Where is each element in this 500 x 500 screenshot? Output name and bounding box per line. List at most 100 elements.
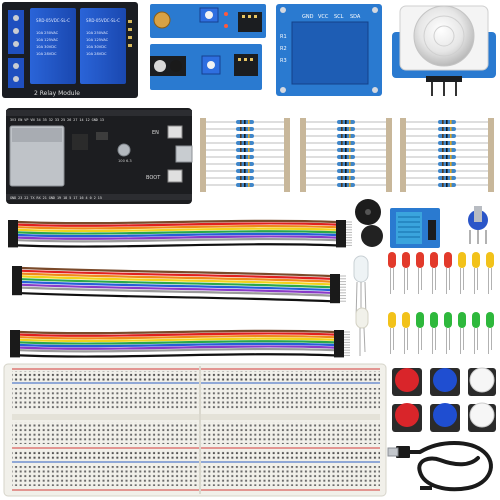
resistor-band — [240, 141, 242, 145]
oled-pin-label: VCC — [318, 14, 329, 20]
relay-rating-line: 10A 30VDC — [86, 45, 107, 49]
jumper-connector — [334, 343, 344, 347]
jumper-connector — [334, 340, 344, 345]
resistor-band — [450, 148, 452, 152]
oled-pin-label: SCL — [334, 14, 344, 20]
relay-rating-line: 10A 125VAC — [36, 38, 59, 42]
led — [430, 312, 438, 328]
jumper-wire — [16, 227, 338, 233]
jumper-wire — [18, 329, 336, 335]
resistor-band — [248, 141, 250, 145]
oled-pin-label: SDA — [350, 14, 361, 20]
jumper-connector — [10, 330, 20, 334]
button-white — [468, 402, 496, 432]
relay-rating-line: 10A 28VDC — [86, 52, 107, 56]
jumper-wire — [16, 219, 338, 225]
jumper-connector — [334, 330, 344, 334]
jumper-connector — [12, 277, 22, 282]
jumper-wire — [20, 283, 332, 294]
resistor-band — [345, 134, 347, 138]
jumper-wires-bundle-1 — [8, 219, 352, 248]
jumper-connector — [336, 227, 346, 232]
resistor-band — [450, 183, 452, 187]
resistor-strip-3 — [400, 118, 494, 192]
jumper-connector — [12, 271, 22, 276]
jumper-wires-bundle-3 — [10, 329, 350, 358]
resistor-band — [248, 148, 250, 152]
jumper-wire — [20, 286, 332, 297]
usb-cable-icon — [387, 441, 493, 492]
jumper-connector — [12, 285, 22, 290]
led — [486, 252, 494, 268]
relay-rating-line: 10A 30VDC — [36, 45, 57, 49]
resistor-band — [244, 120, 246, 124]
resistor-band — [345, 127, 347, 131]
dht-sensor-module — [390, 208, 440, 248]
potentiometer — [468, 206, 488, 244]
led — [388, 252, 396, 268]
jumper-connector — [330, 288, 340, 292]
resistor-band — [244, 162, 246, 166]
resistor-band — [349, 127, 351, 131]
jumper-wire — [20, 269, 332, 280]
esp32-top-pins: 3V3 EN VP VN 34 35 32 33 25 26 27 14 12 … — [10, 118, 104, 122]
jumper-wire — [16, 222, 338, 227]
relay-rating-line: 10A 250VAC — [86, 31, 109, 35]
jumper-wires-bundle-2 — [12, 266, 346, 304]
resistor-band — [345, 176, 347, 180]
resistor-band — [450, 134, 452, 138]
jumper-connector — [10, 332, 20, 337]
resistor-band — [446, 127, 448, 131]
jumper-wire — [18, 337, 336, 343]
resistor-band — [345, 141, 347, 145]
jumper-connector — [10, 345, 20, 350]
resistor-band — [341, 183, 343, 187]
jumper-connector — [8, 235, 18, 240]
resistor-band — [442, 120, 444, 124]
resistor-band — [446, 176, 448, 180]
breadboard — [3, 363, 387, 497]
en-button — [167, 125, 183, 139]
led — [472, 312, 480, 328]
resistor-band — [244, 169, 246, 173]
breadboard-power-rail-middle — [12, 447, 380, 463]
resistor-band — [248, 120, 250, 124]
ir-sensor-module — [150, 44, 262, 90]
jumper-connector — [8, 233, 18, 237]
jumper-wire — [18, 350, 336, 356]
jumper-connector — [330, 279, 340, 284]
resistor-band — [248, 176, 250, 180]
jumper-wire — [20, 278, 332, 289]
resistor-band — [345, 155, 347, 159]
led — [388, 312, 396, 328]
jumper-connector — [336, 222, 346, 227]
jumper-connector — [334, 350, 344, 355]
oled-pin-label: GND — [302, 14, 314, 20]
relay-block-2 — [80, 8, 126, 84]
resistor-band — [442, 148, 444, 152]
esp32-board: 3V3 EN VP VN 34 35 32 33 25 26 27 14 12 … — [6, 108, 193, 204]
jumper-connector — [336, 233, 346, 237]
resistor-band — [450, 176, 452, 180]
jumper-connector — [12, 266, 22, 270]
jumper-connector — [330, 293, 340, 298]
resistor-band — [345, 162, 347, 166]
relay-rating-line: 10A 250VAC — [36, 31, 59, 35]
jumper-connector — [334, 335, 344, 340]
resistor-band — [450, 120, 452, 124]
resistor-band — [450, 155, 452, 159]
resistor-band — [240, 155, 242, 159]
jumper-wire — [20, 280, 332, 292]
jumper-connector — [8, 227, 18, 232]
led — [430, 252, 438, 268]
resistor-band — [341, 127, 343, 131]
resistor-band — [240, 183, 242, 187]
resistor-band — [341, 134, 343, 138]
jumper-connector — [330, 290, 340, 295]
photoresistor — [153, 11, 171, 29]
jumper-wire — [16, 230, 338, 235]
button-white — [468, 367, 496, 396]
resistor-band — [442, 176, 444, 180]
jumper-connector — [10, 348, 20, 353]
resistor-band — [345, 148, 347, 152]
